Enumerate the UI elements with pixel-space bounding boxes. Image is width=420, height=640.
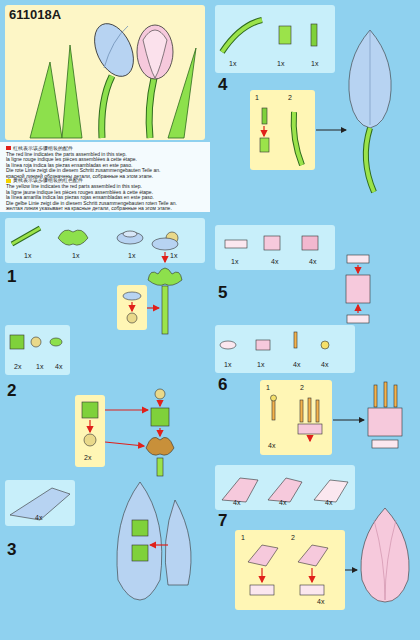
- quantity-label: 4x: [325, 499, 332, 507]
- quantity-label: 4x: [321, 361, 328, 369]
- parts-panel: 12: [250, 90, 315, 170]
- step-number: 7: [218, 512, 227, 530]
- legend-text: 黄线表示该步骤组装的红色配件: [13, 178, 83, 184]
- quantity-label: 4x: [317, 598, 324, 606]
- parts-panel: 4x: [5, 480, 75, 526]
- quantity-label: 2x: [14, 363, 21, 371]
- legend-swatch: [6, 179, 11, 183]
- quantity-label: 1x: [231, 258, 238, 266]
- quantity-label: 1: [255, 94, 259, 102]
- legend-text: 红线表示该步骤组装的配件: [13, 146, 73, 152]
- quantity-label: 4x: [309, 258, 316, 266]
- quantity-label: 1x: [311, 60, 318, 68]
- instruction-note: желтая линия указывает на красные детали…: [6, 206, 172, 212]
- quantity-label: 1: [266, 384, 270, 392]
- parts-panel: 1 2 4x: [260, 380, 332, 455]
- parts-panel: 1x 1x 1x 1x: [5, 218, 205, 263]
- quantity-label: 4x: [271, 258, 278, 266]
- quantity-label: 1x: [72, 252, 79, 260]
- step-number: 4: [218, 76, 227, 94]
- step-number: 5: [218, 284, 227, 302]
- step-number: 3: [7, 541, 16, 559]
- quantity-label: 1x: [277, 60, 284, 68]
- legend-swatch: [6, 146, 11, 150]
- step-number: 6: [218, 376, 227, 394]
- parts-panel: 2x 1x 4x: [5, 325, 70, 375]
- parts-panel: 2x: [75, 395, 105, 467]
- parts-panel: 1x 4x 4x: [215, 225, 335, 270]
- quantity-label: 1x: [36, 363, 43, 371]
- step-number: 1: [7, 268, 16, 286]
- quantity-label: 1x: [170, 252, 177, 260]
- quantity-label: 1x: [128, 252, 135, 260]
- quantity-label: 4x: [268, 442, 275, 450]
- quantity-label: 1x: [224, 361, 231, 369]
- quantity-label: 1: [241, 534, 245, 542]
- quantity-label: 2: [291, 534, 295, 542]
- quantity-label: 4x: [279, 499, 286, 507]
- parts-panel: 1 2 4x: [235, 530, 345, 610]
- quantity-label: 1x: [257, 361, 264, 369]
- quantity-label: 2x: [84, 454, 91, 462]
- parts-panel: 1x 1x 4x 4x: [215, 325, 355, 373]
- quantity-label: 1x: [24, 252, 31, 260]
- quantity-label: 4x: [293, 361, 300, 369]
- step-number: 2: [7, 382, 16, 400]
- parts-panel: 4x 4x 4x: [215, 465, 355, 510]
- quantity-label: 1x: [229, 60, 236, 68]
- quantity-label: 4x: [35, 514, 42, 522]
- quantity-label: 4x: [233, 499, 240, 507]
- quantity-label: 2: [300, 384, 304, 392]
- quantity-label: 4x: [55, 363, 62, 371]
- set-number: 611018A: [9, 8, 61, 22]
- parts-panel: 1x 1x 1x: [215, 5, 335, 73]
- quantity-label: 2: [288, 94, 292, 102]
